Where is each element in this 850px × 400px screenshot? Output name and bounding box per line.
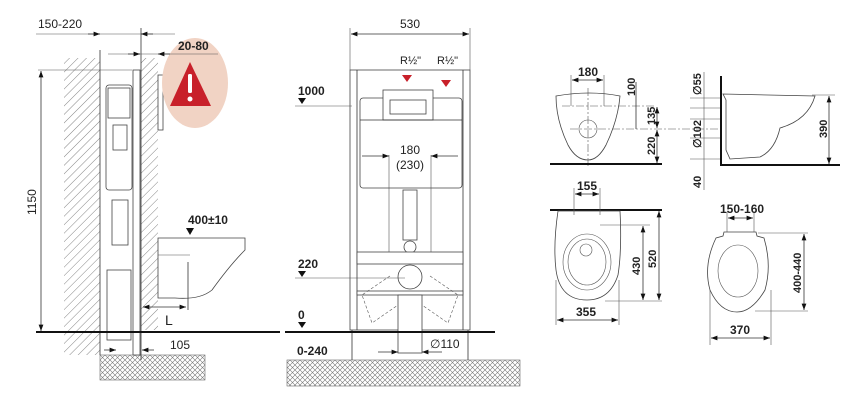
bowl-front-view: 180 100 135 220	[550, 65, 720, 168]
dim-520: 520	[647, 250, 659, 268]
inlet-right-label: R½"	[437, 55, 458, 67]
dim-55: ∅55	[692, 73, 704, 95]
dim-370: 370	[730, 323, 750, 337]
dim-40: 40	[692, 176, 704, 188]
dim-seat-height: 400±10	[188, 213, 228, 227]
dim-400-440: 400-440	[792, 253, 804, 293]
dim-L: L	[165, 312, 173, 328]
warning-triangle-icon	[170, 62, 211, 106]
inlet-left-label: R½"	[400, 55, 421, 67]
dim-355: 355	[576, 305, 596, 319]
level-1000: 1000	[298, 84, 325, 98]
ground	[99, 354, 206, 381]
dim-height: 1150	[25, 189, 39, 215]
dim-pipe: ∅110	[430, 337, 460, 351]
inlet-left-marker	[402, 75, 412, 82]
dim-135: 135	[646, 107, 658, 125]
dim-bolts: 180	[400, 143, 420, 157]
dim-100: 100	[626, 78, 638, 96]
toilet-bowl	[157, 237, 246, 299]
dim-150-160: 150-160	[720, 202, 764, 216]
dim-bolts-alt: (230)	[396, 158, 424, 172]
dim-cladding: 20-80	[178, 39, 209, 53]
dim-102: ∅102	[692, 120, 704, 148]
front-cladding	[141, 58, 158, 330]
level-220: 220	[298, 257, 318, 271]
level-0: 0	[298, 308, 305, 322]
seat-top-view: 150-160 400-440 370	[707, 202, 808, 345]
dim-180: 180	[578, 65, 598, 79]
bowl-side-view: ∅55 ∅102 40 390	[690, 72, 840, 190]
dim-105: 105	[170, 338, 190, 352]
front-view: R½" R½" 530 180 (230) 1000 220 0 0-240 ∅…	[285, 17, 521, 387]
dim-0-240: 0-240	[297, 344, 328, 358]
dim-430: 430	[631, 257, 643, 275]
frame-rail	[132, 69, 141, 356]
dim-wall-depth: 150-220	[38, 17, 82, 31]
rear-wall	[64, 58, 100, 355]
inlet-right-marker	[441, 80, 451, 87]
dim-220: 220	[646, 137, 658, 155]
dim-width: 530	[400, 17, 420, 31]
ground	[286, 359, 521, 387]
side-view: 400±10 L 1150 150-220 20-80 105	[25, 17, 280, 381]
bowl-top-view: 155 430 520 355	[550, 179, 662, 325]
dim-155: 155	[577, 179, 597, 193]
dim-390: 390	[818, 120, 830, 138]
